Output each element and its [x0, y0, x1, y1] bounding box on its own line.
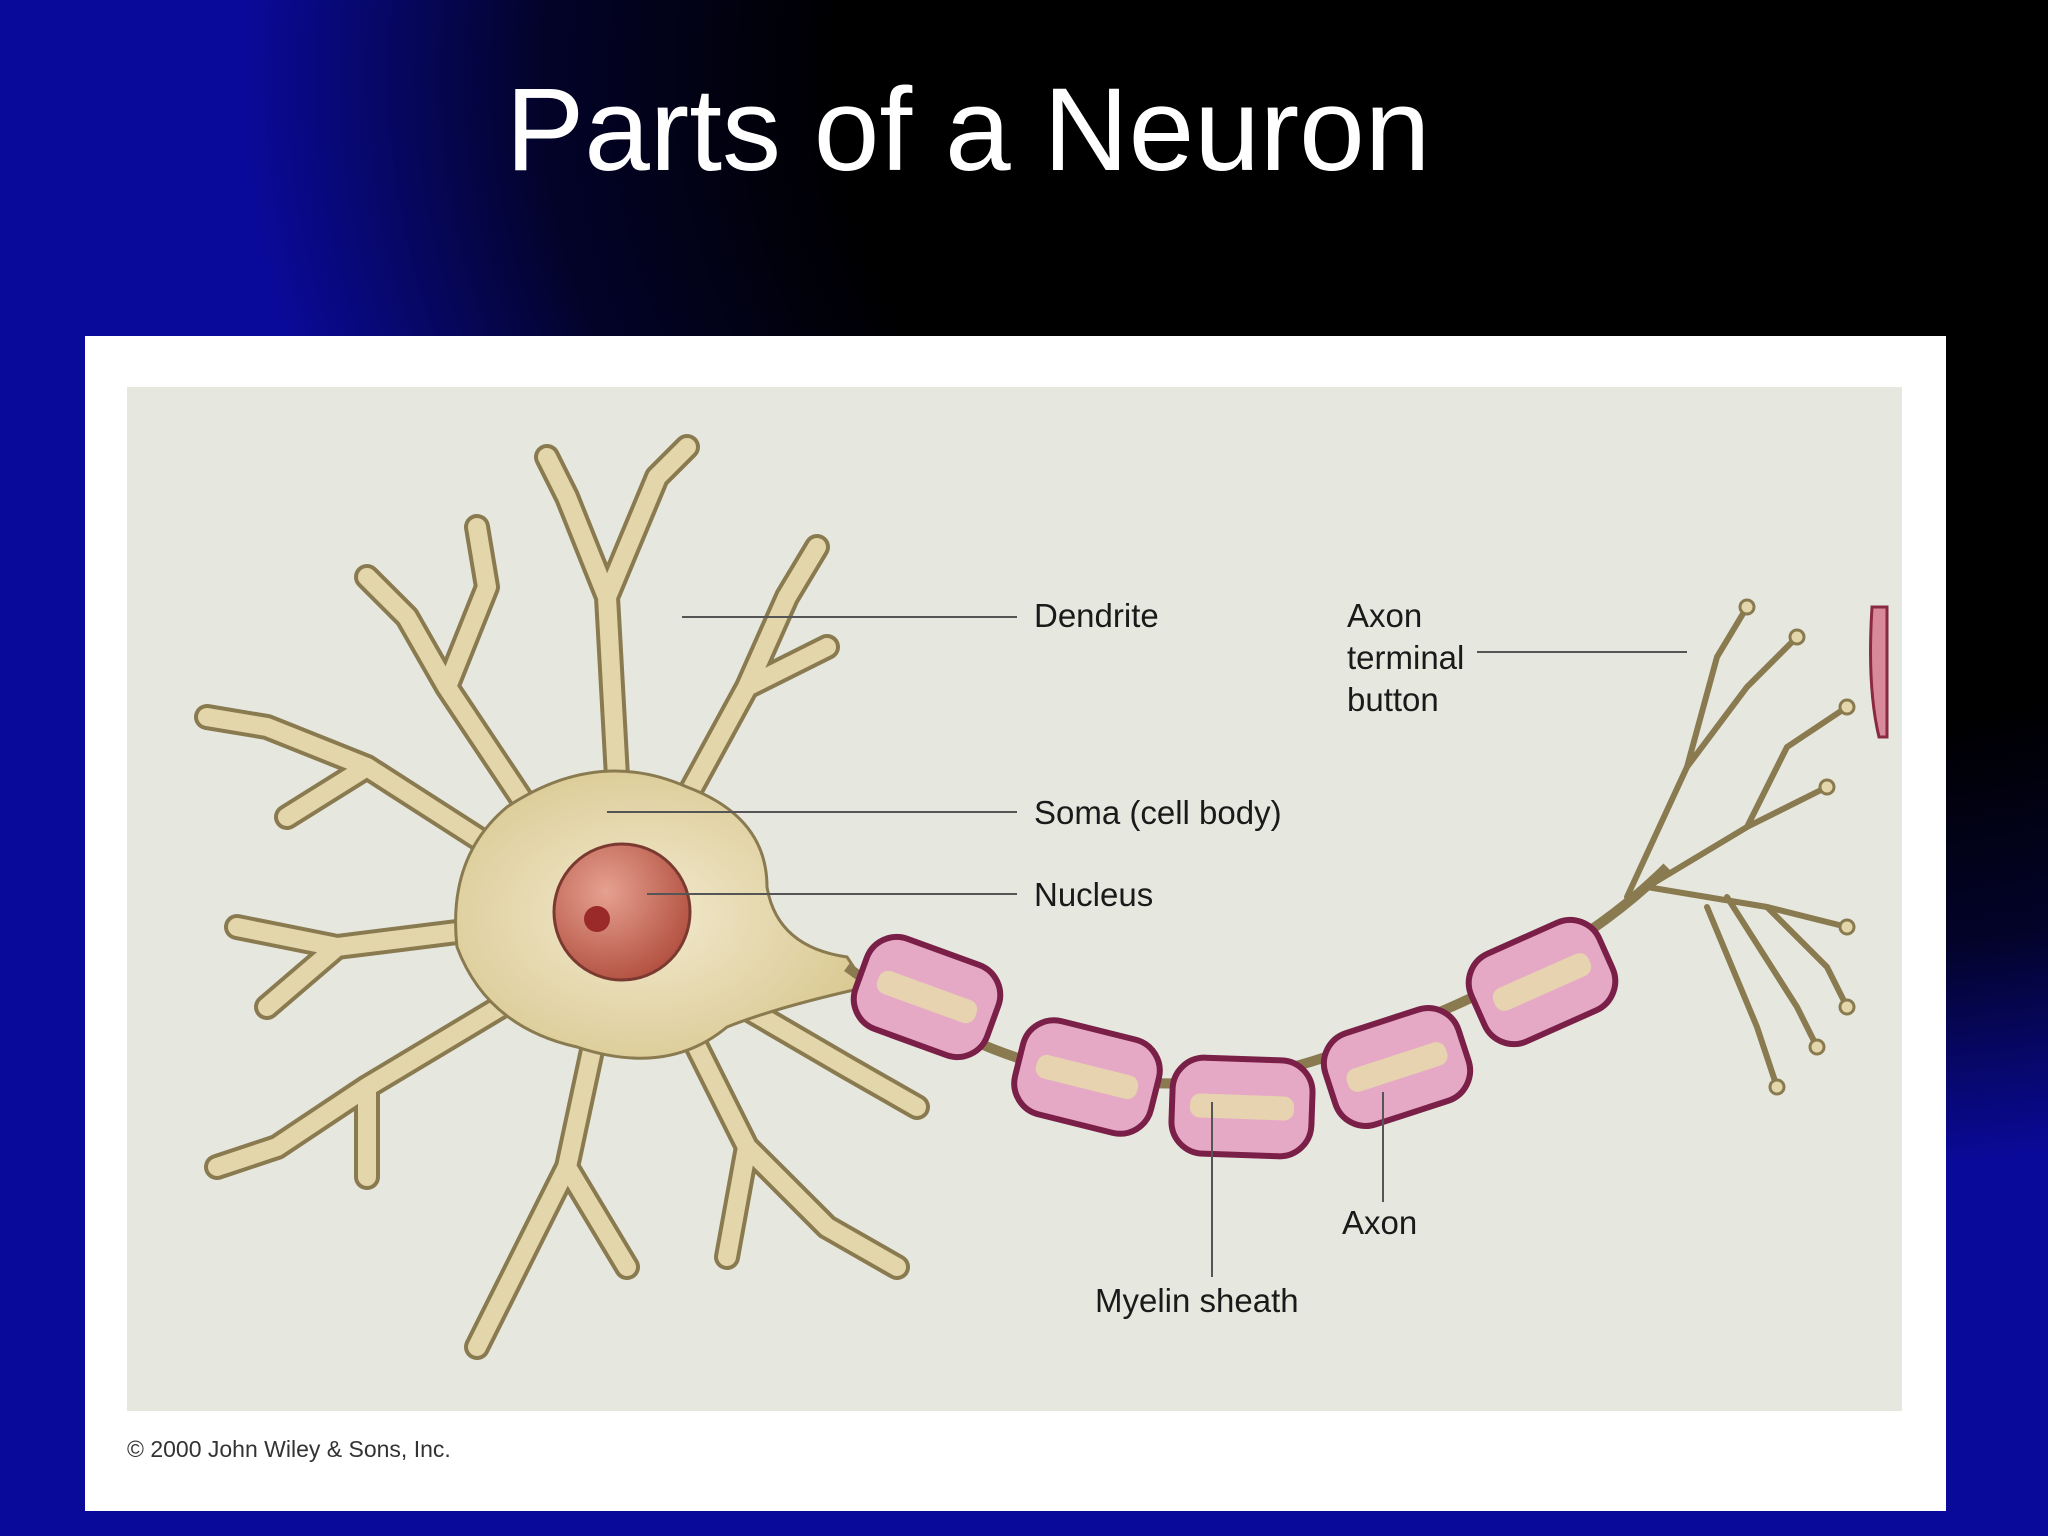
label-dendrite: Dendrite	[1034, 597, 1159, 634]
terminal-buttons	[1738, 598, 1856, 1096]
label-nucleus: Nucleus	[1034, 876, 1154, 913]
axon-terminals	[1624, 604, 1850, 1090]
myelin-segments	[850, 916, 1619, 1160]
label-axon-terminal-line-2: terminal	[1347, 639, 1465, 676]
leader-lines	[607, 616, 1687, 1277]
label-axon: Axon	[1342, 1204, 1418, 1241]
neuron-diagram-panel: Dendrite Axon terminal button Soma (cell…	[127, 387, 1902, 1411]
label-myelin-sheath: Myelin sheath	[1095, 1282, 1299, 1319]
slide-title: Parts of a Neuron	[505, 64, 1431, 196]
figure-card: Dendrite Axon terminal button Soma (cell…	[85, 336, 1946, 1511]
nucleus-circle	[552, 842, 692, 982]
copyright-notice: © 2000 John Wiley & Sons, Inc.	[127, 1436, 451, 1462]
nucleolus-dot	[584, 906, 610, 932]
target-cell-icon	[1869, 605, 1889, 739]
label-axon-terminal-line-3: button	[1347, 681, 1439, 718]
dendrites	[194, 434, 930, 1360]
neuron-illustration	[194, 434, 1889, 1360]
label-soma: Soma (cell body)	[1034, 794, 1282, 831]
label-axon-terminal-line-1: Axon	[1347, 597, 1423, 634]
